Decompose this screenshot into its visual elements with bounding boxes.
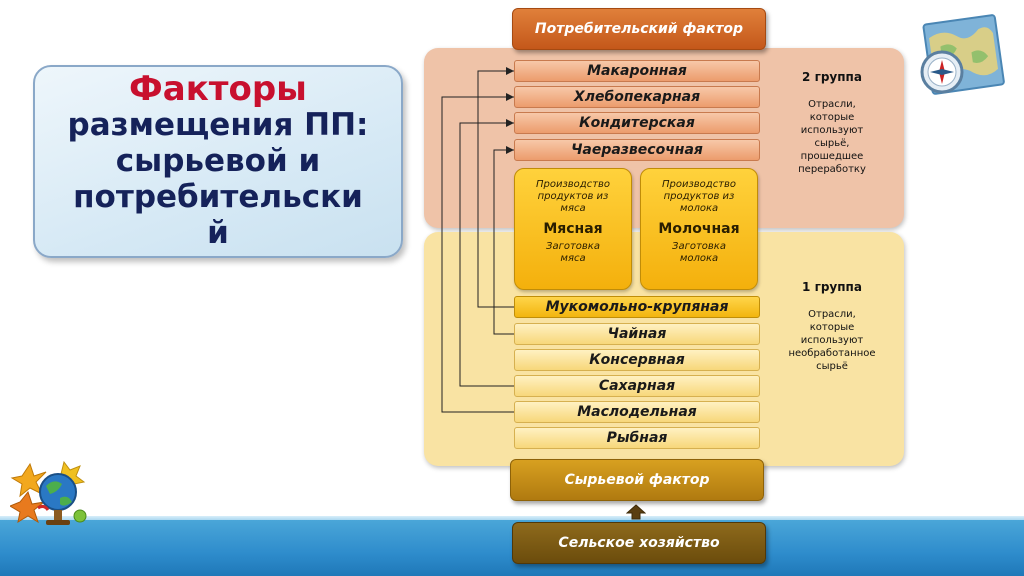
industry-sakharnaya: Сахарная <box>514 375 760 397</box>
meat-name: Мясная <box>543 221 603 237</box>
group2-label: 2 группа <box>802 70 862 84</box>
consumer-factor-bar: Потребительский фактор <box>512 8 766 50</box>
meat-top-2: продуктов из <box>537 191 609 202</box>
group1-desc-1: Отрасли, <box>808 309 856 320</box>
group1-label-block: 1 группа Отрасли, которые используют нео… <box>770 280 894 373</box>
group1-label: 1 группа <box>802 280 862 294</box>
title-line-3: сырьевой и <box>115 143 321 179</box>
dairy-name: Молочная <box>658 221 740 237</box>
industry-konditerskaya: Кондитерская <box>514 112 760 134</box>
group2-desc-1: Отрасли, <box>808 99 856 110</box>
industry-mukomolno-krupyanaya: Мукомольно-крупяная <box>514 296 760 318</box>
title-line-4: потребительски <box>73 179 363 215</box>
group2-label-block: 2 группа Отрасли, которые используют сыр… <box>772 70 892 176</box>
agriculture-bar: Сельское хозяйство <box>512 522 766 564</box>
meat-top-1: Производство <box>535 179 611 190</box>
title-line-1: Факторы <box>129 69 307 109</box>
slide-title-box: Факторы размещения ПП: сырьевой и потреб… <box>33 65 403 258</box>
meat-bottom-2: мяса <box>560 253 586 264</box>
industry-khlebopekarnaya: Хлебопекарная <box>514 86 760 108</box>
dairy-bottom-1: Заготовка <box>672 241 726 252</box>
meat-bottom-1: Заготовка <box>546 241 600 252</box>
group1-desc-2: которые <box>809 322 855 333</box>
industry-chaerazvesochnaya: Чаеразвесочная <box>514 139 760 161</box>
industry-rybnaya: Рыбная <box>514 427 760 449</box>
dairy-bottom-2: молока <box>679 253 719 264</box>
globe-leaves-icon <box>10 460 87 525</box>
industry-chaynaya: Чайная <box>514 323 760 345</box>
group2-desc-3: используют <box>800 125 864 136</box>
up-arrow-icon <box>626 504 646 520</box>
globe-map-compass-icon <box>920 14 1005 95</box>
dairy-production-box: Производство продуктов из молока Молочна… <box>640 168 758 290</box>
group1-desc-5: сырьё <box>816 361 848 372</box>
group2-desc-5: прошедшее <box>800 151 864 162</box>
group2-desc-2: которые <box>809 112 855 123</box>
dairy-top-2: продуктов из <box>663 191 735 202</box>
group2-desc-4: сырьё, <box>814 138 850 149</box>
title-line-2: размещения ПП: <box>67 107 369 143</box>
dairy-top-1: Производство <box>661 179 737 190</box>
industry-maslodelnaya: Маслодельная <box>514 401 760 423</box>
group2-desc-6: переработку <box>798 164 866 175</box>
title-line-5: й <box>207 215 229 251</box>
dairy-top-3: молока <box>679 203 719 214</box>
group1-desc-3: используют <box>800 335 864 346</box>
industry-makaronnaya: Макаронная <box>514 60 760 82</box>
meat-production-box: Производство продуктов из мяса Мясная За… <box>514 168 632 290</box>
meat-top-3: мяса <box>560 203 586 214</box>
group1-desc-4: необработанное <box>788 348 876 359</box>
industry-konservnaya: Консервная <box>514 349 760 371</box>
raw-factor-bar: Сырьевой фактор <box>510 459 764 501</box>
